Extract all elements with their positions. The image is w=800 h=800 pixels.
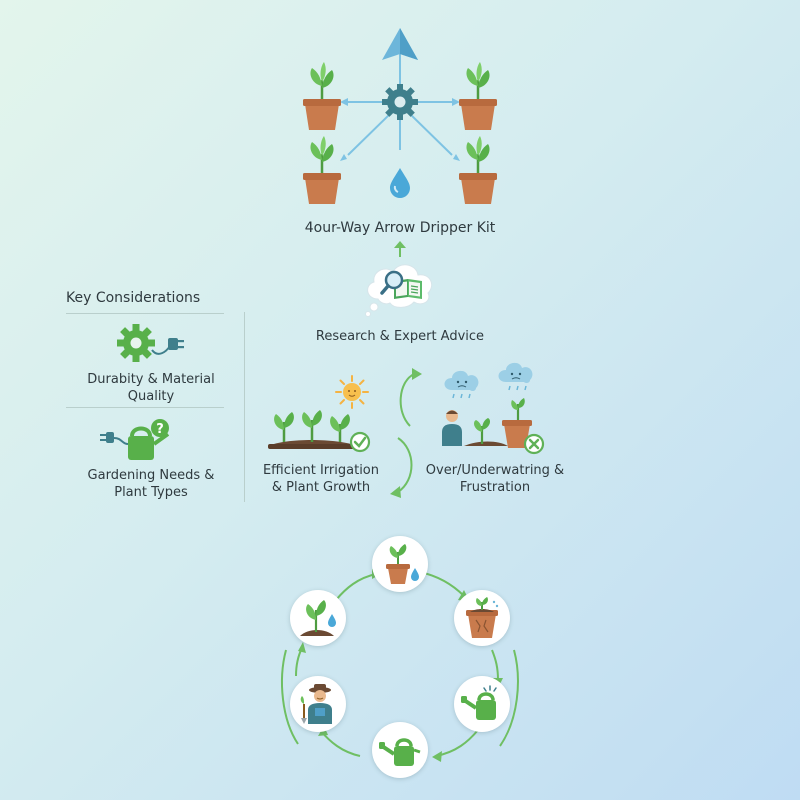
sad-cloud-icon bbox=[498, 362, 533, 391]
dry-soil-pot-icon bbox=[466, 597, 499, 638]
considerations-heading: Key Considerations bbox=[66, 290, 201, 306]
sun-icon bbox=[335, 375, 369, 409]
gardener-icon bbox=[300, 684, 332, 724]
research-label: Research & Expert Advice bbox=[315, 329, 485, 344]
cross-icon bbox=[523, 433, 545, 455]
irrigation-label: Efficient Irrigation & Plant Growth bbox=[262, 463, 380, 495]
cycle-node-gardener bbox=[290, 676, 346, 732]
dripper-kit-illustration bbox=[301, 28, 499, 206]
considerations-divider-mid bbox=[66, 407, 224, 408]
frustration-illustration bbox=[442, 362, 545, 455]
up-arrow-icon bbox=[394, 241, 406, 257]
watering-can-icon bbox=[379, 738, 421, 766]
cycle-node-seedling bbox=[290, 590, 346, 646]
watering-can-sparkle-icon bbox=[461, 685, 497, 720]
dripper-kit-title: 4our-Way Arrow Dripper Kit bbox=[304, 220, 496, 236]
watering-can-question-icon: ? bbox=[100, 419, 170, 460]
gear-plug-icon bbox=[117, 324, 184, 362]
research-thought-icon bbox=[365, 264, 433, 317]
considerations-divider-vertical bbox=[244, 312, 245, 502]
considerations-divider-top bbox=[66, 313, 224, 314]
cycle-node-watering-sparkle bbox=[454, 676, 510, 732]
potted-plant-drop-icon bbox=[386, 544, 419, 584]
check-icon bbox=[349, 431, 371, 453]
sad-cloud-icon bbox=[444, 370, 479, 399]
seedling-soil-drop-icon bbox=[300, 600, 336, 636]
cycle-node-watering-can bbox=[372, 722, 428, 778]
cycle-arrows-middle bbox=[390, 368, 422, 498]
seedlings-row-icon bbox=[268, 410, 371, 453]
svg-text:?: ? bbox=[156, 422, 164, 437]
gardening-needs-label: Gardening Needs & Plant Types bbox=[87, 468, 215, 500]
durability-label: Durabity & Material Quality bbox=[87, 372, 215, 404]
cycle-node-dry-soil bbox=[454, 590, 510, 646]
cycle-node-potted-plant bbox=[372, 536, 428, 592]
sad-gardener-icon bbox=[442, 410, 462, 446]
cycle-ring bbox=[281, 569, 519, 762]
frustration-label: Over/Underwatring & Frustration bbox=[425, 463, 565, 495]
